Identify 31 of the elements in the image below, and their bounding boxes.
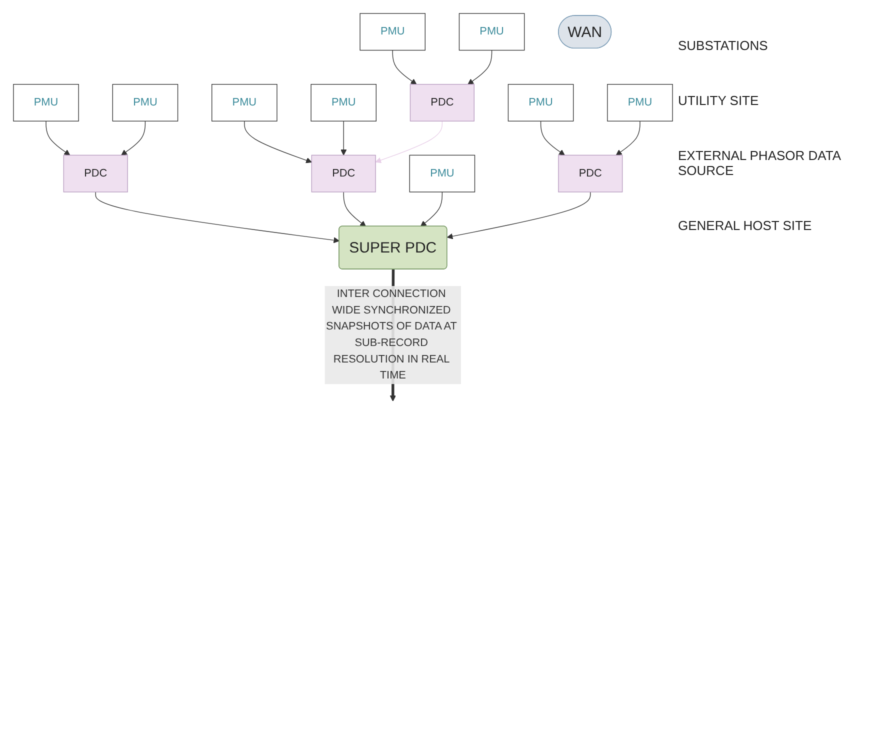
arrow (340, 120, 347, 156)
arrow (616, 120, 640, 156)
arrow (121, 120, 146, 156)
node-box: PMU (112, 84, 178, 122)
node-box: PMU (360, 13, 426, 51)
node-box: PDC (410, 84, 474, 122)
node-box: PDC (558, 154, 623, 192)
edge-label: INTER CONNECTION WIDE SYNCHRONIZED SNAPSHOTS OF DATA AT SUB-RECORD RESOLUTION IN REAL TIME (326, 288, 457, 382)
node-box: PDC (63, 154, 128, 192)
arrow (540, 120, 565, 156)
zone-label: UTILITY SITE (678, 93, 760, 108)
node-box: PMU (607, 84, 673, 122)
node-box: PMU (409, 154, 476, 192)
arrow (244, 120, 312, 164)
node-box: PMU (13, 84, 79, 122)
arrow (95, 192, 340, 244)
arrow (420, 192, 443, 227)
node-box: PMU (212, 84, 278, 122)
node-box: PMU (458, 13, 525, 51)
node-box: PDC (311, 154, 376, 192)
arrow (468, 50, 492, 85)
zone-label: EXTERNAL PHASOR DATA SOURCE (678, 148, 842, 178)
node-box: PMU (508, 84, 574, 122)
arrow (392, 50, 417, 85)
arrow (46, 120, 70, 156)
zone-label: GENERAL HOST SITE (678, 218, 813, 233)
zone-label: SUBSTATIONS (678, 38, 769, 53)
arrow (343, 192, 366, 227)
node-box: PMU (310, 84, 376, 122)
arrow (446, 192, 591, 240)
arrow (375, 120, 443, 164)
